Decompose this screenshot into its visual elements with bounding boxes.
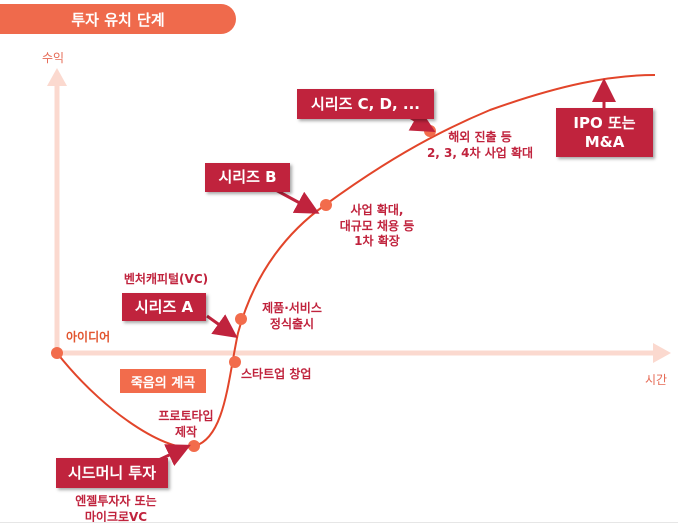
milestone-launch: 제품·서비스 정식출시	[262, 301, 322, 331]
stage-ipo-ma: IPO 또는 M&A	[556, 108, 653, 157]
milestone-global-expansion: 해외 진출 등 2, 3, 4차 사업 확대	[426, 130, 534, 160]
arrow-series-a	[206, 314, 238, 338]
bottom-divider	[0, 522, 678, 523]
milestone-startup: 스타트업 창업	[241, 367, 312, 381]
stage-series-a: 시리즈 A	[122, 293, 206, 321]
x-axis-arrowhead	[653, 343, 671, 363]
milestone-idea: 아이디어	[66, 330, 111, 344]
milestone-dot-idea	[51, 347, 63, 359]
page-title: 투자 유치 단계	[0, 4, 236, 34]
y-axis-label: 수익	[42, 51, 65, 65]
milestone-dot-startup	[229, 356, 241, 368]
milestone-dot-prototype	[188, 440, 200, 452]
stage-series-b: 시리즈 B	[205, 163, 290, 192]
x-axis-label: 시간	[645, 373, 668, 387]
valley-of-death-label: 죽음의 계곡	[120, 369, 206, 393]
series-a-investor-note: 벤처캐피털(VC)	[123, 272, 209, 286]
milestone-prototype: 프로토타입 제작	[158, 409, 214, 439]
milestone-expansion: 사업 확대, 대규모 채용 등 1차 확장	[339, 203, 415, 249]
milestone-dot-expansion	[320, 199, 332, 211]
stage-seed: 시드머니 투자	[56, 458, 168, 488]
seed-investor-note: 엔젤투자자 또는 마이크로VC	[75, 494, 157, 524]
y-axis-arrowhead	[47, 68, 67, 86]
milestone-dot-launch	[235, 313, 247, 325]
stage-series-cd: 시리즈 C, D, ...	[297, 89, 434, 119]
